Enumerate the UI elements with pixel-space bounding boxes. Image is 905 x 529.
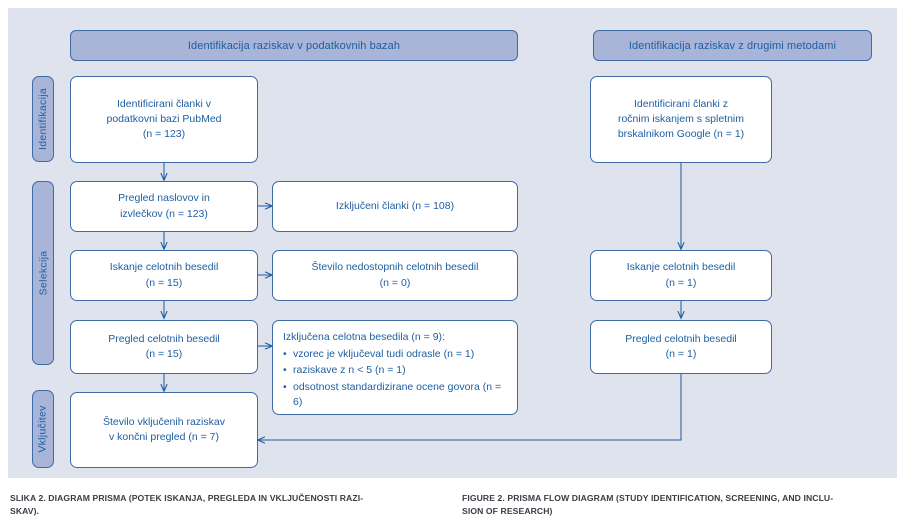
box-fulltext-search-other-text: Iskanje celotnih besedil (n = 1) bbox=[626, 261, 736, 289]
box-identified-google: Identificirani članki z ročnim iskanjem … bbox=[590, 76, 772, 163]
header-other-methods: Identifikacija raziskav z drugimi metoda… bbox=[593, 30, 872, 61]
excluded-fulltext-reason-item: odsotnost standardizirane ocene govora (… bbox=[283, 380, 509, 410]
box-fulltext-review-other: Pregled celotnih besedil (n = 1) bbox=[590, 320, 772, 374]
stage-label-inclusion: Vključitev bbox=[32, 390, 54, 468]
stage-label-screening: Selekcija bbox=[32, 181, 54, 365]
box-title-abstract-screening: Pregled naslovov in izvlečkov (n = 123) bbox=[70, 181, 258, 232]
box-fulltext-search-other: Iskanje celotnih besedil (n = 1) bbox=[590, 250, 772, 301]
caption-english: FIGURE 2. PRISMA FLOW DIAGRAM (STUDY IDE… bbox=[462, 493, 834, 516]
box-fulltext-search-text: Iskanje celotnih besedil (n = 15) bbox=[109, 261, 219, 289]
box-identified-pubmed-text: Identificirani članki v podatkovni bazi … bbox=[106, 97, 222, 141]
box-fulltext-review-other-text: Pregled celotnih besedil (n = 1) bbox=[625, 332, 737, 360]
box-included-studies: Število vključenih raziskav v končni pre… bbox=[70, 392, 258, 468]
box-identified-pubmed: Identificirani članki v podatkovni bazi … bbox=[70, 76, 258, 163]
box-excluded-fulltext: Izključena celotna besedila (n = 9): vzo… bbox=[272, 320, 518, 415]
box-fulltext-search: Iskanje celotnih besedil (n = 15) bbox=[70, 250, 258, 301]
box-excluded-articles-text: Izključeni članki (n = 108) bbox=[335, 199, 455, 212]
box-title-abstract-screening-text: Pregled naslovov in izvlečkov (n = 123) bbox=[118, 192, 210, 220]
excluded-fulltext-reason-item: raziskave z n < 5 (n = 1) bbox=[283, 363, 509, 378]
excluded-fulltext-reason-list: vzorec je vključeval tudi odrasle (n = 1… bbox=[283, 347, 509, 411]
stage-label-screening-text: Selekcija bbox=[37, 250, 50, 296]
caption-slovene: SLIKA 2. DIAGRAM PRISMA (POTEK ISKANJA, … bbox=[10, 493, 364, 516]
stage-label-identification-text: Identifikacija bbox=[37, 88, 50, 150]
box-fulltext-unavailable-text: Število nedostopnih celotnih besedil (n … bbox=[311, 261, 479, 289]
box-included-studies-text: Število vključenih raziskav v končni pre… bbox=[103, 415, 225, 443]
excluded-fulltext-reason-item: vzorec je vključeval tudi odrasle (n = 1… bbox=[283, 347, 509, 362]
box-fulltext-unavailable: Število nedostopnih celotnih besedil (n … bbox=[272, 250, 518, 301]
box-identified-google-text: Identificirani članki z ročnim iskanjem … bbox=[617, 97, 745, 141]
header-databases: Identifikacija raziskav v podatkovnih ba… bbox=[70, 30, 518, 61]
box-excluded-articles: Izključeni članki (n = 108) bbox=[272, 181, 518, 232]
stage-label-identification: Identifikacija bbox=[32, 76, 54, 162]
stage-label-inclusion-text: Vključitev bbox=[37, 405, 50, 453]
header-other-methods-label: Identifikacija raziskav z drugimi metoda… bbox=[628, 39, 837, 52]
box-fulltext-review: Pregled celotnih besedil (n = 15) bbox=[70, 320, 258, 374]
box-excluded-fulltext-title: Izključena celotna besedila (n = 9): bbox=[283, 331, 445, 343]
header-databases-label: Identifikacija raziskav v podatkovnih ba… bbox=[187, 39, 401, 52]
box-fulltext-review-text: Pregled celotnih besedil (n = 15) bbox=[108, 332, 220, 360]
